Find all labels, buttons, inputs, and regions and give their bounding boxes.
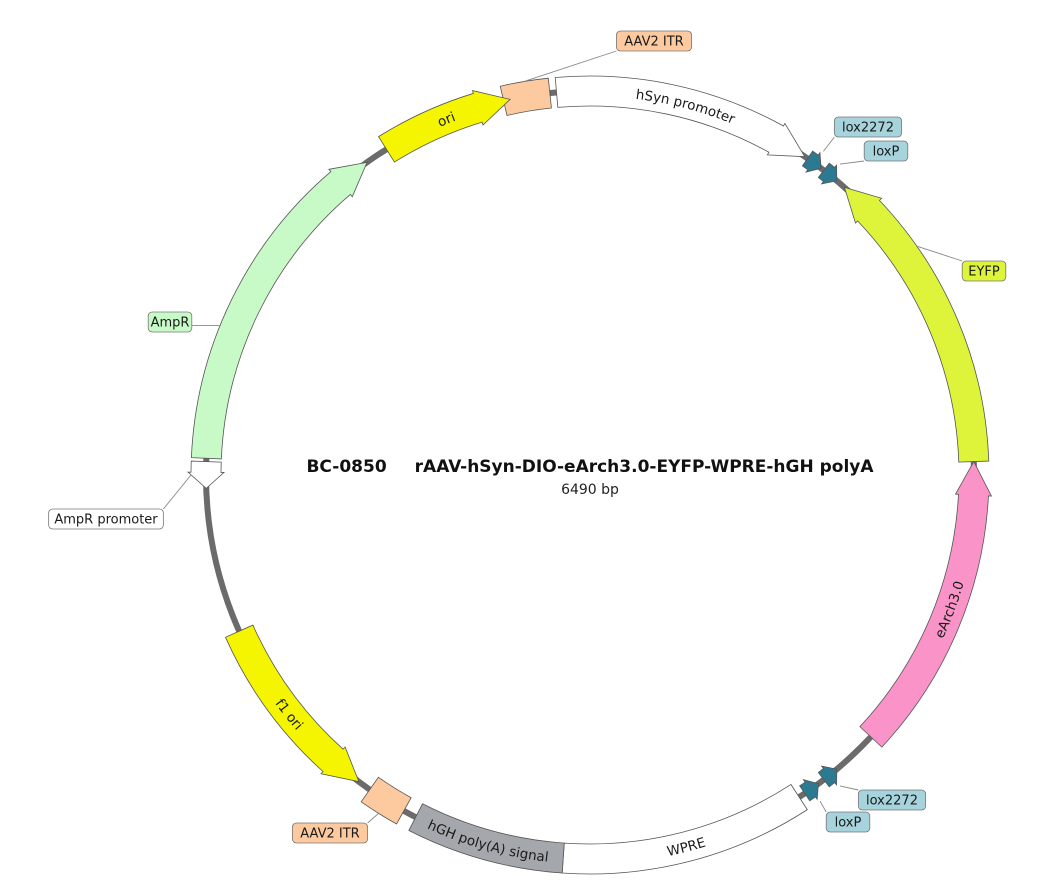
callout-itr-top[interactable]: AAV2 ITR — [524, 30, 693, 82]
plasmid-size: 6490 bp — [561, 482, 619, 498]
feature-shape-itr-bot[interactable] — [360, 776, 412, 825]
callout-box[interactable] — [961, 260, 1007, 282]
plasmid-title: BC-0850 rAAV-hSyn-DIO-eArch3.0-EYFP-WPRE-… — [306, 457, 874, 477]
callout-label: loxP — [873, 145, 900, 160]
feature-itr-top[interactable] — [499, 77, 552, 116]
callout-ampr-promoter[interactable]: AmpR promoter — [48, 474, 192, 530]
plasmid-id: BC-0850 — [306, 457, 386, 477]
callout-leader — [916, 245, 963, 262]
feature-ampr[interactable] — [190, 161, 368, 460]
feature-shape-lox2272-bot[interactable] — [817, 765, 838, 788]
callout-leader — [839, 160, 865, 165]
feature-f1ori[interactable]: f1 ori — [224, 624, 360, 786]
callout-box[interactable] — [857, 789, 927, 811]
callout-label: AmpR — [151, 316, 190, 331]
feature-shape-ori[interactable] — [378, 90, 511, 163]
feature-lox2272-bot[interactable] — [817, 765, 838, 788]
callout-leader — [839, 785, 859, 791]
callout-leader — [163, 474, 192, 510]
callout-leader — [819, 800, 827, 813]
callout-eyfp[interactable]: EYFP — [916, 245, 1007, 282]
callouts-layer: AAV2 ITR lox2272 loxP EYFP AmpR AmpR promoter… — [48, 30, 1007, 844]
callout-leader — [524, 50, 617, 82]
feature-ori[interactable]: ori — [378, 90, 512, 163]
feature-shape-wpre[interactable] — [561, 783, 808, 875]
callout-box[interactable] — [48, 508, 164, 530]
feature-hgh[interactable]: hGH poly(A) signal — [408, 803, 565, 874]
feature-lox2272-top[interactable] — [801, 150, 822, 173]
callout-label: lox2272 — [866, 794, 918, 809]
feature-label-ori: ori — [435, 109, 457, 130]
feature-shape-lox2272-top[interactable] — [801, 150, 822, 173]
callout-box[interactable] — [291, 822, 368, 844]
plasmid-name: rAAV-hSyn-DIO-eArch3.0-EYFP-WPRE-hGH pol… — [415, 457, 875, 477]
callout-lox2272-top[interactable]: lox2272 — [823, 116, 903, 152]
callout-leader — [367, 813, 379, 824]
callout-label: AAV2 ITR — [624, 35, 683, 50]
callout-label: AAV2 ITR — [300, 827, 359, 842]
feature-eyfp[interactable] — [843, 186, 990, 463]
feature-shape-loxp-top[interactable] — [817, 162, 838, 185]
feature-shape-ampr-promoter[interactable] — [186, 460, 226, 489]
feature-shape-ampr[interactable] — [190, 161, 368, 460]
feature-shape-hsyn[interactable] — [554, 75, 806, 158]
feature-shape-itr-top[interactable] — [499, 77, 552, 116]
callout-box[interactable] — [863, 140, 909, 162]
feature-wpre[interactable]: WPRE — [561, 783, 808, 875]
callout-itr-bot[interactable]: AAV2 ITR — [291, 813, 379, 844]
callout-box[interactable] — [833, 116, 903, 138]
callout-box[interactable] — [147, 311, 193, 333]
feature-ampr-promoter[interactable] — [186, 460, 226, 489]
feature-hsyn[interactable]: hSyn promoter — [554, 75, 806, 161]
feature-shape-loxp-bot[interactable] — [799, 779, 819, 802]
callout-box[interactable] — [825, 811, 871, 833]
feature-shape-earch[interactable] — [859, 460, 993, 748]
callout-lox2272-bot[interactable]: lox2272 — [839, 785, 927, 811]
feature-earch[interactable]: eArch3.0 — [859, 460, 993, 748]
feature-shape-hgh[interactable] — [408, 803, 565, 874]
callout-label: AmpR promoter — [54, 513, 158, 528]
callout-ampr[interactable]: AmpR — [147, 311, 221, 333]
feature-loxp-top[interactable] — [817, 162, 838, 185]
callout-loxp-top[interactable]: loxP — [839, 140, 909, 165]
callout-loxp-bot[interactable]: loxP — [819, 800, 871, 833]
callout-label: loxP — [835, 816, 862, 831]
callout-label: lox2272 — [842, 121, 894, 136]
feature-shape-eyfp[interactable] — [843, 186, 990, 463]
feature-itr-bot[interactable] — [360, 776, 412, 825]
feature-shape-f1ori[interactable] — [224, 624, 360, 783]
callout-leader — [823, 136, 835, 152]
callout-box[interactable] — [616, 30, 693, 52]
feature-loxp-bot[interactable] — [799, 779, 819, 802]
callout-label: EYFP — [968, 265, 1000, 280]
